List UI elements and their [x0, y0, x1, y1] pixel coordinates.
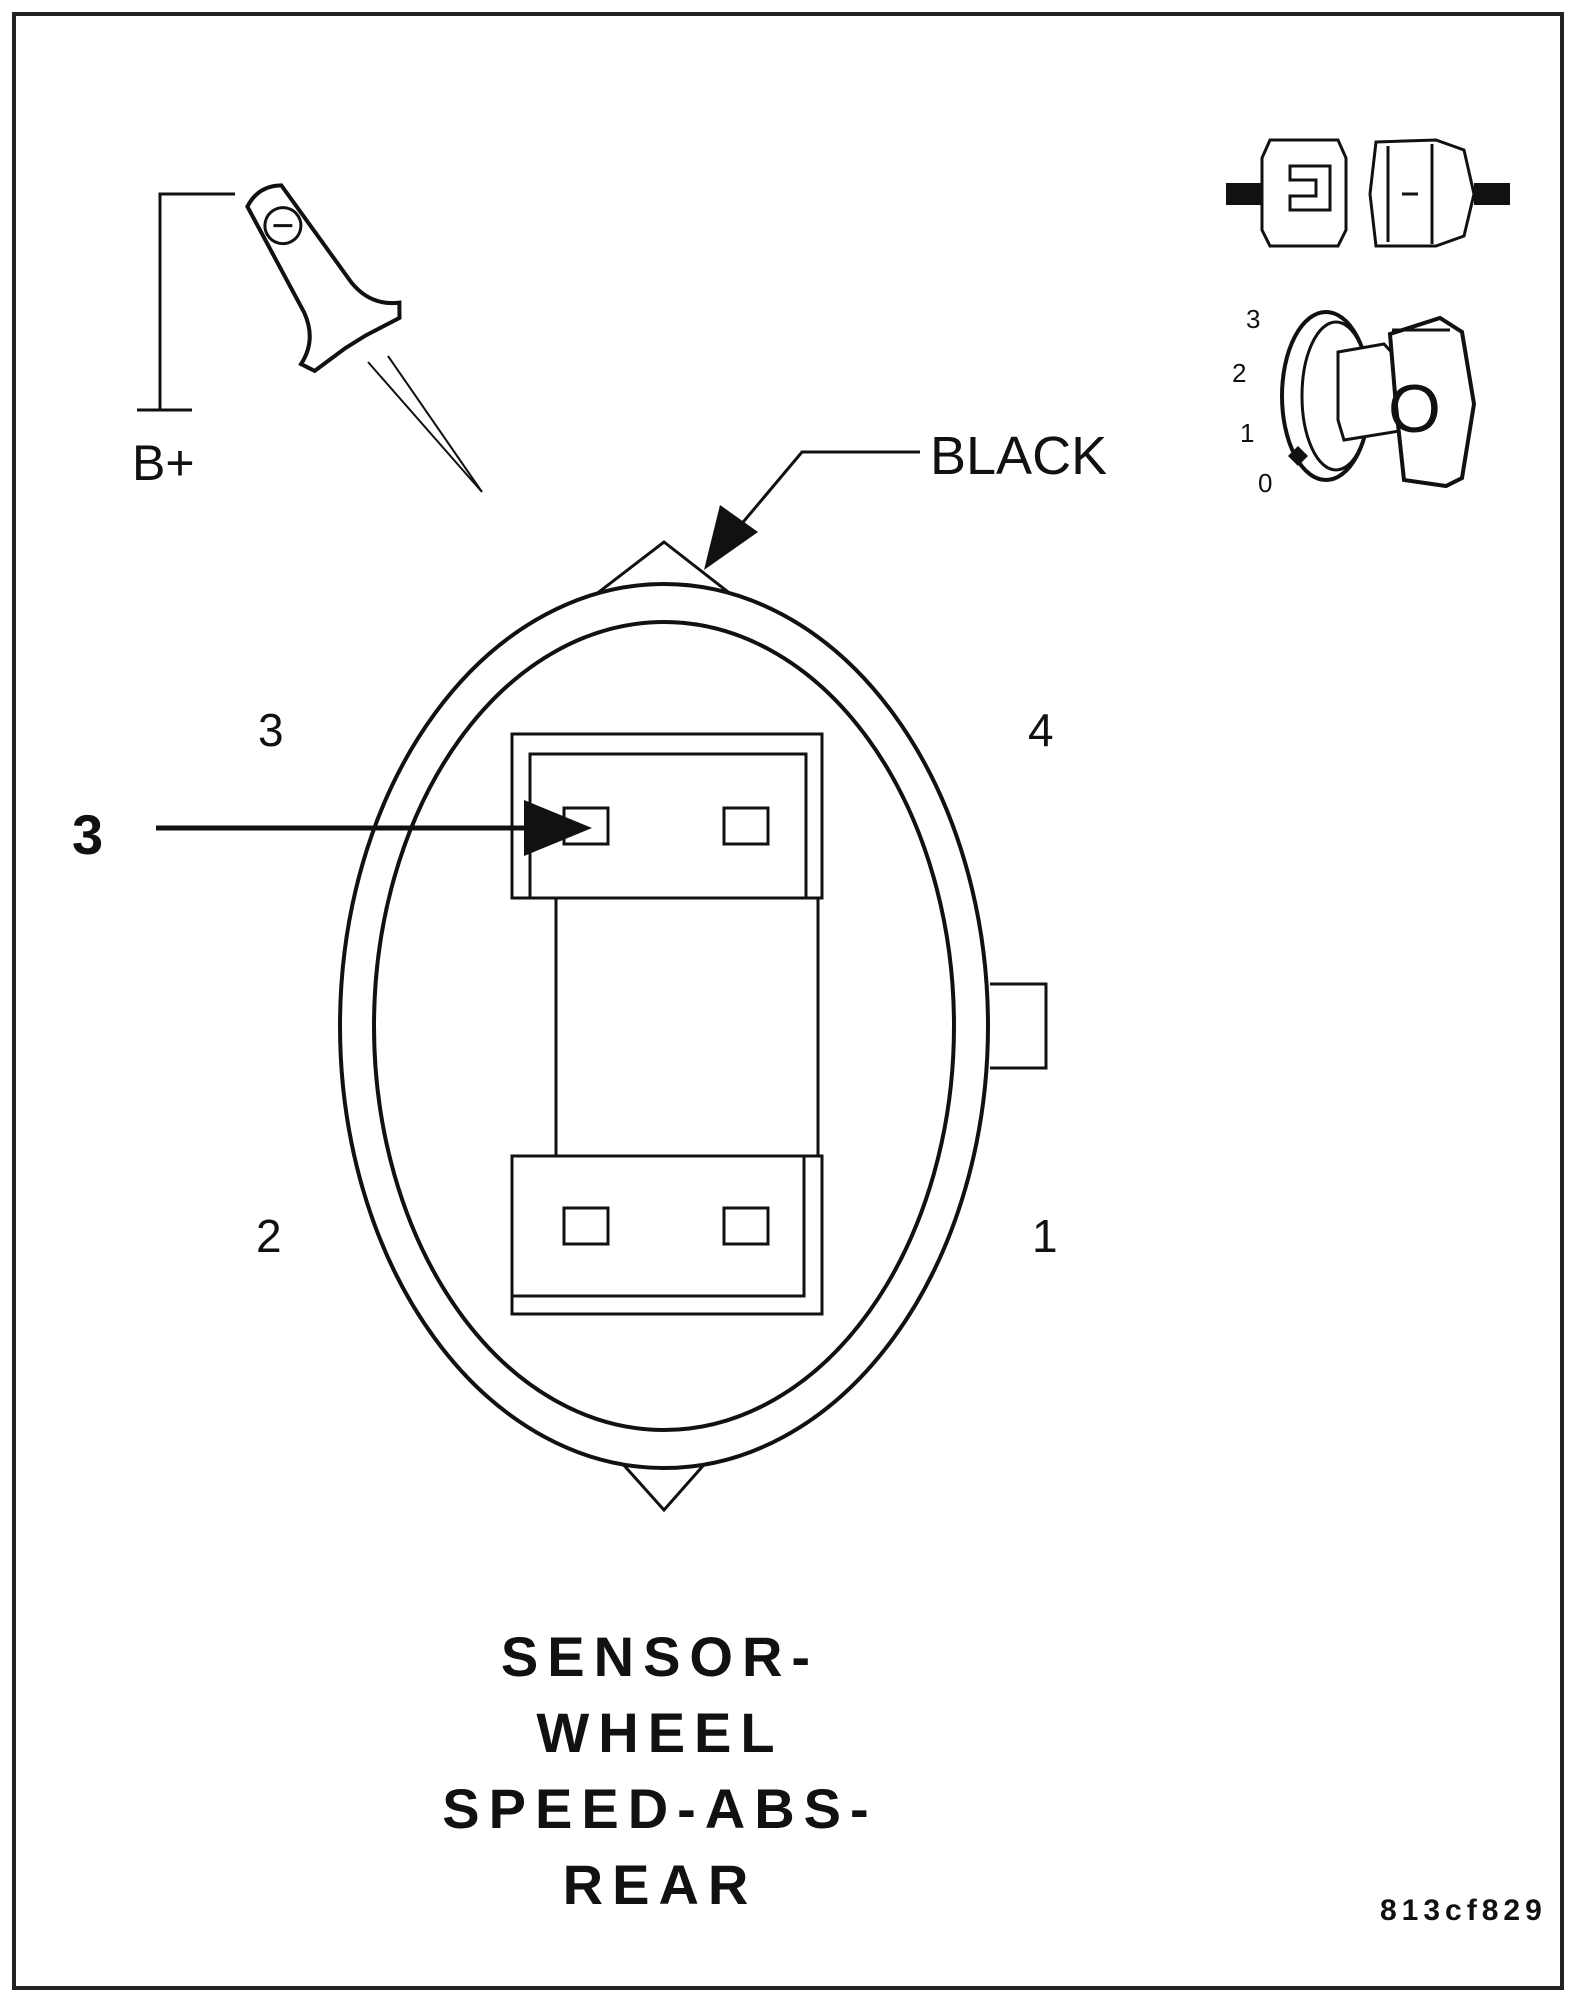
- pin-number: 3: [258, 704, 284, 756]
- supply-label: B+: [132, 435, 195, 491]
- connector-notch: [990, 982, 1048, 1070]
- figure-frame: [12, 12, 1564, 1990]
- connector-face: [338, 540, 1048, 1513]
- ignition-switch-icon: [1280, 310, 1477, 489]
- caption-line: REAR: [563, 1853, 758, 1916]
- terminal-cavity-1: [722, 1206, 770, 1246]
- diagram-caption: SENSOR- WHEEL SPEED-ABS- REAR: [442, 1625, 877, 1916]
- pin-number: 2: [256, 1210, 282, 1262]
- ignition-position: 3: [1246, 304, 1260, 334]
- terminal-spine: [554, 896, 820, 1160]
- pin-number: 4: [1028, 704, 1054, 756]
- black-wire-leader: [704, 450, 920, 570]
- ignition-position: 2: [1232, 358, 1246, 388]
- caption-line: SPEED-ABS-: [442, 1777, 877, 1840]
- callout-arrow: [156, 800, 592, 856]
- ignition-position: 1: [1240, 418, 1254, 448]
- wire-color-label: BLACK: [930, 426, 1107, 486]
- callout-number: 3: [72, 803, 103, 866]
- caption-line: SENSOR-: [501, 1625, 819, 1688]
- test-probe-icon: [137, 183, 483, 493]
- figure-code: 813cf829: [1380, 1894, 1547, 1927]
- disconnect-connector-icon: [1226, 138, 1510, 248]
- lower-terminal-block: [510, 1154, 824, 1316]
- terminal-cavity-4: [722, 806, 770, 846]
- probe-lead-wire: [158, 192, 235, 410]
- caption-line: WHEEL: [536, 1701, 783, 1764]
- connector-inner-ring: [372, 620, 956, 1432]
- pin-number: 1: [1032, 1210, 1058, 1262]
- key-symbol: O: [1388, 371, 1441, 447]
- terminal-cavity-2: [562, 1206, 610, 1246]
- ignition-position: 0: [1258, 468, 1272, 498]
- probe-tip: [367, 355, 483, 493]
